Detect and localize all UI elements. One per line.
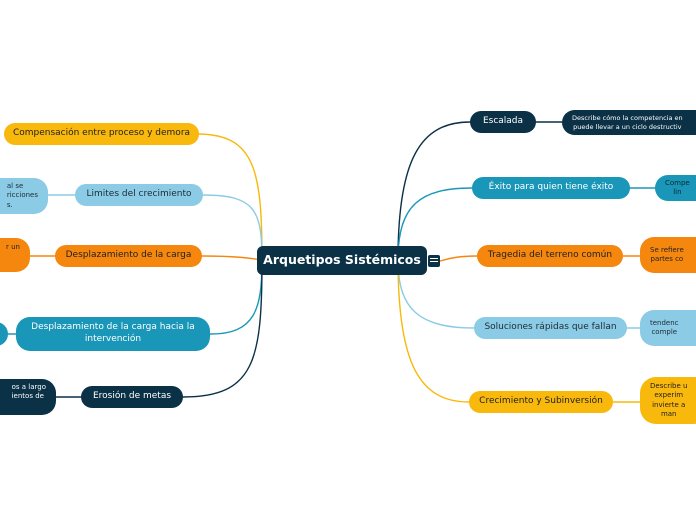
branch-label: Compensación entre proceso y demora bbox=[12, 128, 191, 139]
note-erosion-metas[interactable]: os a largo ientos de bbox=[0, 379, 56, 415]
branch-compensacion[interactable]: Compensación entre proceso y demora bbox=[4, 123, 199, 145]
branch-soluciones-rapidas[interactable]: Soluciones rápidas que fallan bbox=[474, 317, 627, 339]
connector-right-0 bbox=[397, 121, 471, 261]
note-text: r un bbox=[6, 243, 20, 251]
branch-escalada[interactable]: Escalada bbox=[470, 111, 536, 133]
connector-left-0 bbox=[196, 133, 263, 261]
note-text: Se refiere partes co bbox=[650, 245, 684, 263]
note-text: Describe cómo la competencia en puede ll… bbox=[572, 114, 683, 131]
note-exito-exito[interactable]: Compe lin bbox=[655, 175, 696, 201]
connector-left-3 bbox=[209, 259, 263, 335]
connector-left-4 bbox=[182, 259, 263, 398]
root-topic[interactable]: Arquetipos Sistémicos bbox=[257, 246, 427, 275]
note-desplazamiento-carga[interactable]: r un bbox=[0, 238, 30, 272]
root-topic-label: Arquetipos Sistémicos bbox=[263, 252, 421, 268]
branch-label: Erosión de metas bbox=[92, 391, 172, 402]
branch-label: Éxito para quien tiene éxito bbox=[488, 182, 614, 193]
branch-crecimiento-subinversion[interactable]: Crecimiento y Subinversión bbox=[469, 391, 613, 413]
note-soluciones-rapidas[interactable]: tendenc comple bbox=[640, 310, 696, 346]
note-tragedia-terreno-comun[interactable]: Se refiere partes co bbox=[640, 237, 696, 273]
branch-limites-crecimiento[interactable]: Limites del crecimiento bbox=[75, 184, 203, 206]
note-text: Describe u experim invierte a man bbox=[650, 382, 688, 418]
note-escalada[interactable]: Describe cómo la competencia en puede ll… bbox=[562, 110, 696, 135]
connector-right-4 bbox=[397, 259, 470, 403]
branch-label: Desplazamiento de la carga hacia la inte… bbox=[31, 322, 195, 344]
branch-exito-exito[interactable]: Éxito para quien tiene éxito bbox=[472, 177, 630, 199]
note-text: tendenc comple bbox=[650, 318, 679, 336]
branch-label: Escalada bbox=[482, 116, 524, 127]
connector-right-1 bbox=[397, 187, 473, 261]
branch-label: Soluciones rápidas que fallan bbox=[484, 322, 617, 333]
note-text: Compe lin bbox=[665, 178, 690, 196]
branch-label: Desplazamiento de la carga bbox=[65, 250, 192, 261]
note-crecimiento-subinversion[interactable]: Describe u experim invierte a man bbox=[640, 377, 696, 424]
branch-label: Limites del crecimiento bbox=[86, 189, 192, 200]
note-text: os a largo ientos de bbox=[11, 383, 46, 401]
notes-icon[interactable] bbox=[428, 255, 440, 267]
note-desplazamiento-intervencion[interactable] bbox=[0, 322, 8, 346]
branch-label: Crecimiento y Subinversión bbox=[479, 396, 603, 407]
connector-right-2 bbox=[439, 255, 478, 262]
branch-desplazamiento-intervencion[interactable]: Desplazamiento de la carga hacia la inte… bbox=[16, 317, 210, 351]
note-text: al se ricciones s. bbox=[6, 182, 38, 209]
note-limites-crecimiento[interactable]: al se ricciones s. bbox=[0, 178, 48, 214]
branch-tragedia-terreno-comun[interactable]: Tragedia del terreno común bbox=[477, 245, 623, 267]
connector-left-2 bbox=[201, 255, 263, 261]
connector-left-1 bbox=[202, 194, 263, 261]
branch-erosion-metas[interactable]: Erosión de metas bbox=[81, 386, 183, 408]
branch-label: Tragedia del terreno común bbox=[487, 250, 613, 261]
connector-right-3 bbox=[397, 259, 475, 329]
branch-desplazamiento-carga[interactable]: Desplazamiento de la carga bbox=[55, 245, 202, 267]
